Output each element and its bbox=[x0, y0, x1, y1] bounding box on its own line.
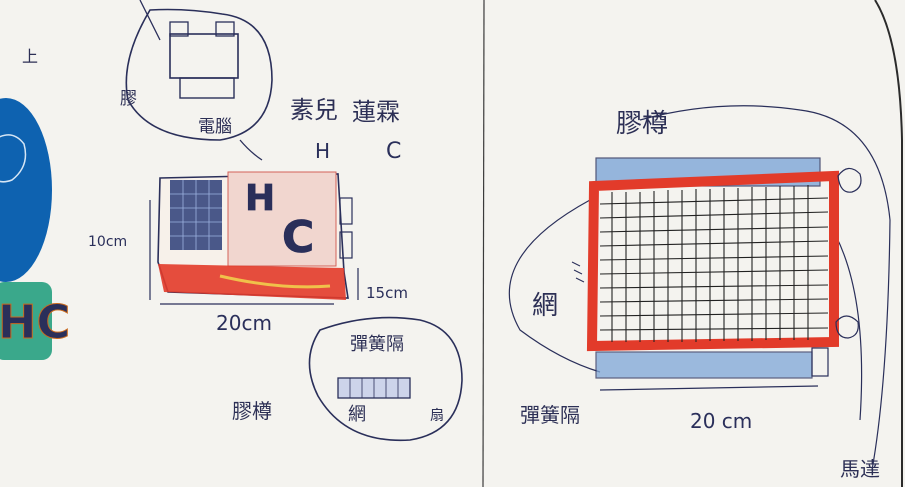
bubble-top: 膠 電腦 bbox=[120, 0, 273, 161]
page-mark: 上 bbox=[22, 47, 38, 66]
title-h: 素兒 bbox=[290, 96, 338, 124]
box-model: H C bbox=[157, 171, 353, 300]
bubble-top-base bbox=[179, 77, 235, 99]
title-c: 蓮霖 bbox=[352, 98, 400, 126]
bubble-bottom-outline bbox=[308, 316, 463, 442]
bubble-top-connector bbox=[239, 139, 263, 161]
bubble-top-label-bottom: 電腦 bbox=[198, 117, 232, 137]
page-edge bbox=[874, 0, 903, 487]
bubble-top-box-tab-left bbox=[169, 21, 189, 37]
box-side-tab-1 bbox=[339, 197, 353, 225]
motor-top-blob bbox=[837, 167, 862, 193]
dim-height: 10cm bbox=[88, 234, 127, 250]
bubble-bottom: 彈簧隔 網 膠樽 扇 bbox=[232, 316, 463, 442]
bubble-bottom-label-pole: 膠樽 bbox=[232, 399, 272, 423]
bubble-top-label-left: 膠 bbox=[120, 89, 137, 109]
net-grid bbox=[599, 185, 829, 342]
right-label-net: 網 bbox=[532, 291, 558, 321]
box-yellow-streak bbox=[219, 274, 331, 289]
net-panel-grid bbox=[170, 180, 222, 250]
right-dim-line bbox=[599, 385, 819, 391]
badge-swirl bbox=[0, 134, 27, 183]
badge-blue-disc bbox=[0, 98, 52, 282]
net-ticks bbox=[571, 261, 585, 283]
bubble-bottom-label-right: 扇 bbox=[430, 408, 444, 424]
bottom-blue-bar bbox=[595, 351, 813, 379]
bubble-bottom-net-grid bbox=[349, 378, 399, 398]
left-dimensions: 10cm 20cm 15cm bbox=[88, 200, 408, 335]
wire-inner bbox=[835, 235, 863, 421]
motor-bottom-blob bbox=[835, 315, 859, 339]
letter-c-label: C bbox=[386, 139, 401, 164]
box-side-tab-2 bbox=[339, 231, 353, 259]
bubble-bottom-label-top: 彈簧隔 bbox=[350, 334, 404, 355]
right-label-top: 膠樽 bbox=[616, 109, 668, 139]
bubble-top-outline bbox=[125, 8, 273, 141]
hc-panel bbox=[227, 171, 337, 267]
bubble-bottom-label-net: 網 bbox=[348, 404, 366, 425]
right-label-spring: 彈簧隔 bbox=[520, 403, 580, 427]
right-dim-width: 20 cm bbox=[690, 409, 752, 433]
logo-badge: HC bbox=[0, 98, 71, 360]
panel-divider bbox=[482, 0, 485, 487]
hc-panel-c: C bbox=[282, 212, 314, 263]
wire-left bbox=[508, 199, 601, 373]
wire-right bbox=[639, 105, 891, 471]
right-model bbox=[508, 105, 891, 471]
bubble-top-box-tab-right bbox=[215, 21, 235, 37]
dim-depth: 15cm bbox=[366, 284, 408, 302]
right-label-motor: 馬達 bbox=[840, 457, 880, 481]
badge-letters: HC bbox=[0, 295, 70, 349]
red-frame bbox=[586, 170, 839, 352]
right-block-bottom bbox=[811, 347, 829, 377]
hc-panel-h: H bbox=[245, 178, 275, 219]
letter-h-label: H bbox=[315, 139, 330, 163]
dim-width: 20cm bbox=[216, 311, 272, 335]
bubble-top-tail bbox=[139, 0, 161, 41]
badge-teal-block bbox=[0, 282, 52, 360]
